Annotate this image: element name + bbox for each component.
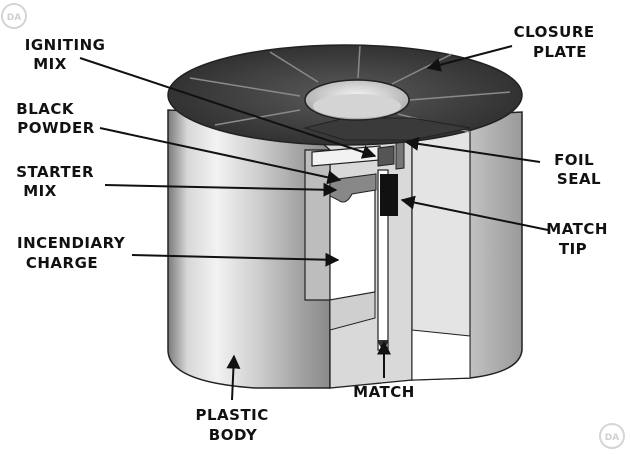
closure-plate-shape: [167, 44, 523, 146]
leader-closure-plate: [426, 45, 513, 72]
labels: IGNITING MIX BLACK POWDER STARTER MIX IN…: [16, 23, 613, 444]
leader-plastic-body: [226, 354, 241, 401]
svg-text:DA: DA: [605, 433, 619, 443]
label-igniting-mix: IGNITING MIX: [25, 36, 111, 73]
label-plastic-body: PLASTIC BODY: [195, 406, 274, 444]
leader-incendiary-charge: [131, 252, 340, 267]
leader-foil-seal: [404, 136, 541, 163]
leader-black-powder: [99, 127, 342, 185]
label-incendiary-charge: INCENDIARY CHARGE: [17, 234, 131, 272]
igniting-mix-layer: [377, 145, 395, 167]
leader-igniting-mix: [79, 57, 377, 159]
label-starter-mix: STARTER MIX: [16, 163, 100, 200]
label-match-tip: MATCH TIP: [546, 220, 613, 258]
label-match: MATCH: [353, 383, 415, 401]
leader-lines: [79, 45, 549, 401]
svg-text:DA: DA: [7, 13, 21, 23]
match-tip-shape: [380, 174, 398, 216]
incendiary-cavity: [329, 189, 376, 301]
label-foil-seal: FOIL SEAL: [554, 151, 601, 188]
starter-mix-layer: [329, 173, 377, 203]
label-closure-plate: CLOSURE PLATE: [514, 23, 601, 61]
leader-starter-mix: [104, 182, 338, 197]
watermark-seal-bottom-right: DA: [599, 423, 625, 449]
leader-match-tip: [400, 195, 549, 231]
label-black-powder: BLACK POWDER: [16, 100, 95, 137]
watermark-seal-top-left: DA: [1, 3, 27, 29]
